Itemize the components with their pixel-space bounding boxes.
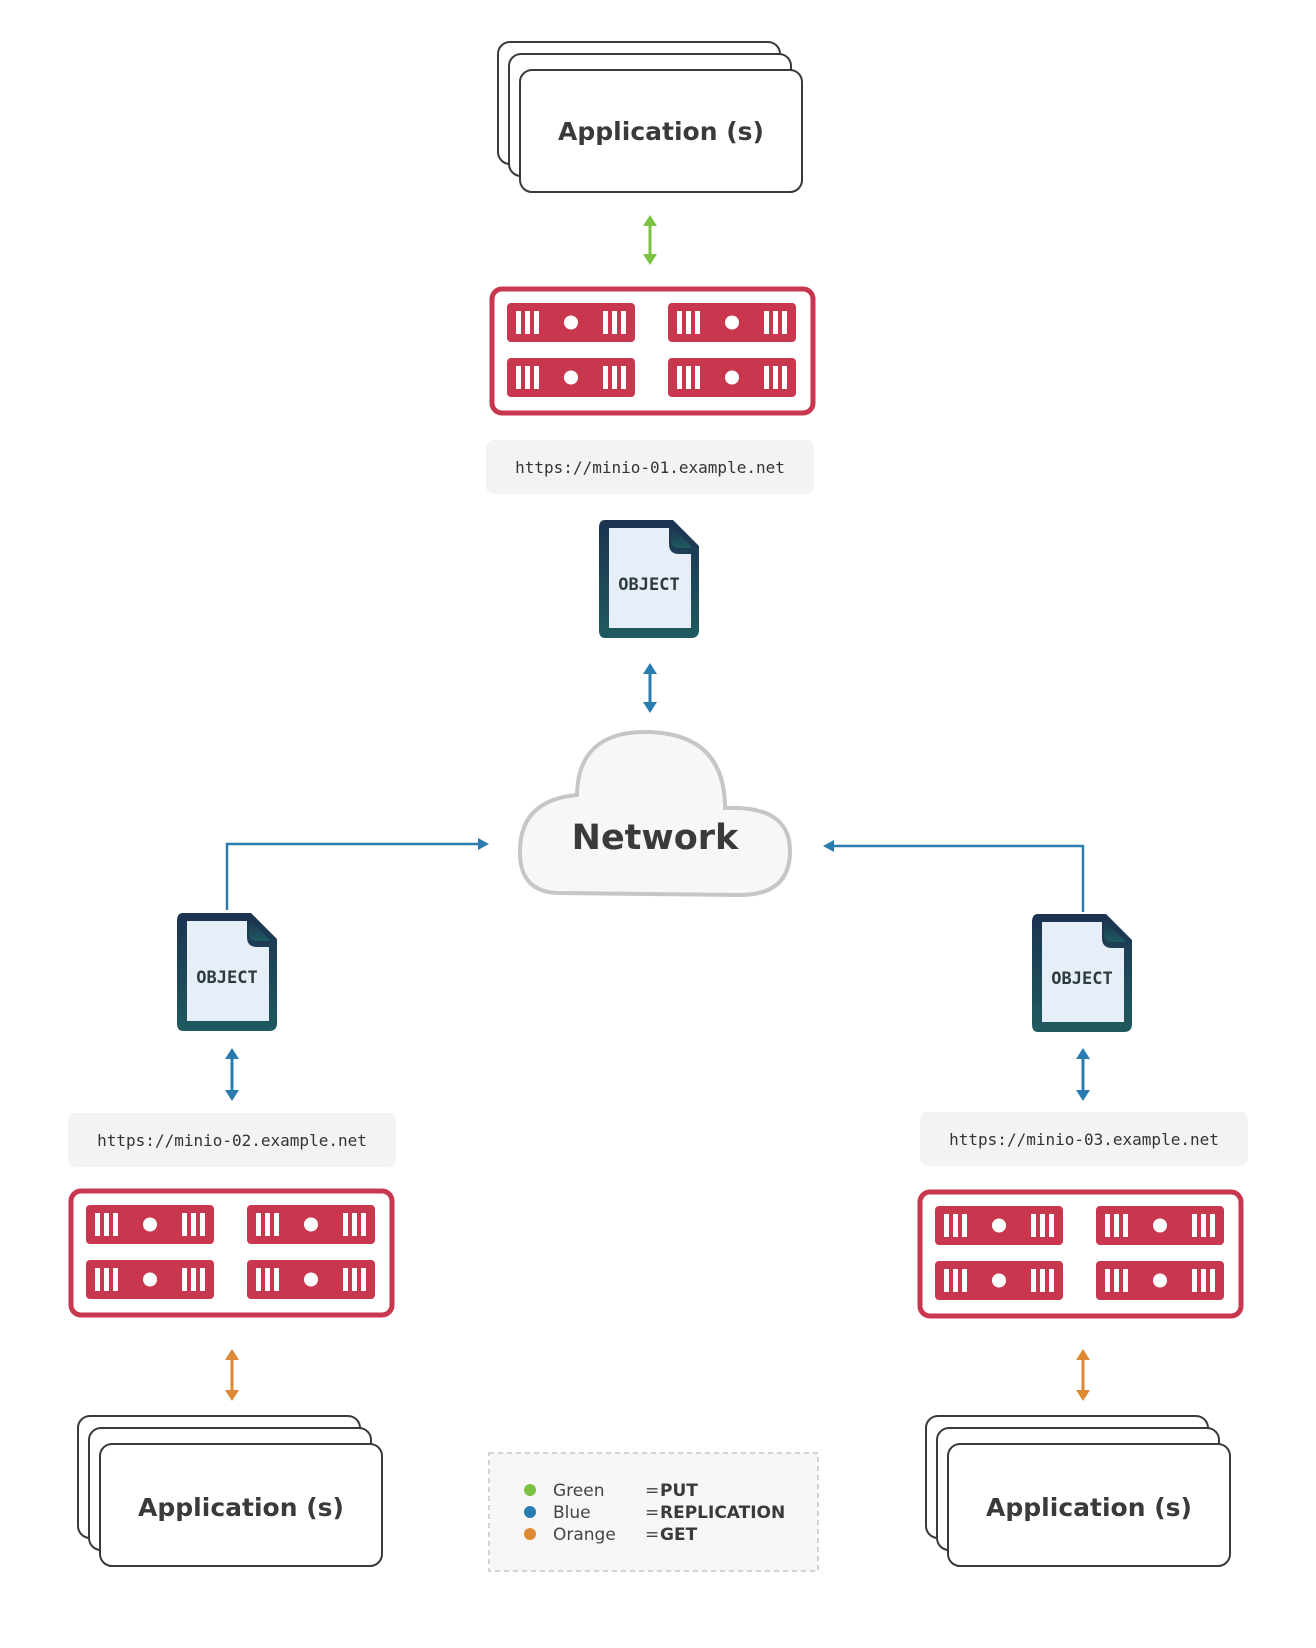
network-label: Network <box>572 818 739 858</box>
legend-equals: = <box>645 1481 659 1501</box>
replication-arrow-right <box>1076 1048 1090 1101</box>
server-rack-icon <box>492 289 813 413</box>
right-application-label: Application (s) <box>986 1493 1192 1522</box>
legend: Green = PUT Blue = REPLICATION Orange = … <box>488 1452 819 1572</box>
legend-equals: = <box>645 1503 659 1523</box>
right-application-stack: Application (s) <box>925 1415 1231 1567</box>
legend-meaning: PUT <box>660 1481 698 1501</box>
get-arrow-left <box>225 1349 239 1401</box>
legend-color-name: Green <box>553 1481 604 1501</box>
right-url: https://minio-03.example.net <box>949 1130 1219 1149</box>
server-rack-icon <box>920 1192 1241 1316</box>
object-file-icon: OBJECT <box>599 520 699 638</box>
legend-color-name: Blue <box>553 1503 591 1523</box>
top-url: https://minio-01.example.net <box>515 458 785 477</box>
legend-swatch-orange <box>524 1528 536 1540</box>
left-application-label: Application (s) <box>138 1493 344 1522</box>
top-application-label: Application (s) <box>558 117 764 146</box>
legend-item-blue: Blue = REPLICATION <box>524 1503 785 1523</box>
replication-arrow-top <box>643 663 657 713</box>
replication-line-left <box>225 838 489 910</box>
legend-meaning: GET <box>660 1525 698 1545</box>
top-application-stack: Application (s) <box>497 41 803 193</box>
replication-line-right <box>823 840 1085 912</box>
top-url-box: https://minio-01.example.net <box>486 440 814 494</box>
right-object-label: OBJECT <box>1051 969 1112 989</box>
left-application-stack: Application (s) <box>77 1415 383 1567</box>
left-url-box: https://minio-02.example.net <box>68 1113 396 1167</box>
top-object-label: OBJECT <box>618 575 679 595</box>
cloud-icon: Network <box>517 729 793 898</box>
object-file-icon: OBJECT <box>1032 914 1132 1032</box>
get-arrow-right <box>1076 1349 1090 1401</box>
legend-color-name: Orange <box>553 1525 616 1545</box>
left-object-label: OBJECT <box>196 968 257 988</box>
legend-meaning: REPLICATION <box>660 1503 785 1523</box>
server-rack-icon <box>71 1191 392 1315</box>
legend-swatch-blue <box>524 1506 536 1518</box>
left-url: https://minio-02.example.net <box>97 1131 367 1150</box>
legend-item-orange: Orange = GET <box>524 1525 698 1545</box>
legend-item-green: Green = PUT <box>524 1481 698 1501</box>
legend-swatch-green <box>524 1484 536 1496</box>
legend-equals: = <box>645 1525 659 1545</box>
put-arrow-top <box>643 215 657 265</box>
object-file-icon: OBJECT <box>177 913 277 1031</box>
replication-arrow-left <box>225 1048 239 1101</box>
right-url-box: https://minio-03.example.net <box>920 1112 1248 1166</box>
